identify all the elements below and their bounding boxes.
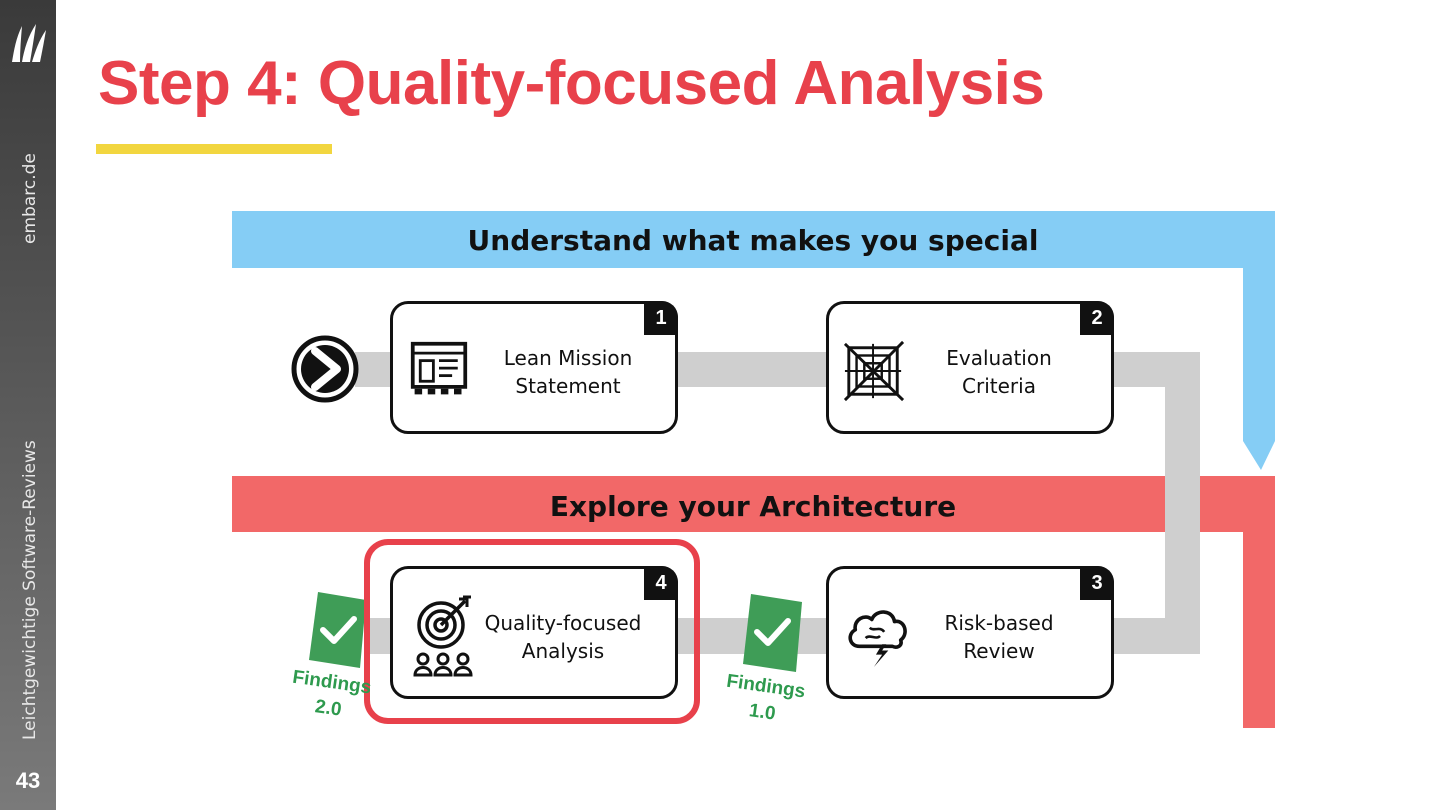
step-number: 3 <box>1080 566 1114 600</box>
flow-path-right <box>1165 352 1200 654</box>
step-label: Lean Mission Statement <box>503 346 633 398</box>
step-label: Quality-focused Analysis <box>484 611 642 663</box>
step-3-card: 3 Risk-based Review <box>826 566 1114 699</box>
understand-band-label: Understand what makes you special <box>467 224 1039 257</box>
explore-band-label: Explore your Architecture <box>549 490 957 523</box>
start-arrow-icon <box>291 335 359 403</box>
current-step-highlight <box>364 539 700 724</box>
target-team-icon <box>413 595 473 677</box>
step-number: 1 <box>644 301 678 335</box>
step-label: Risk-based Review <box>944 611 1054 663</box>
page-number: 43 <box>15 768 41 793</box>
storm-cloud-icon <box>848 610 907 667</box>
spider-web-icon <box>843 340 905 402</box>
sidebar: embarc.de Leichtgewichtige Software-Revi… <box>0 0 56 810</box>
step-1-card: 1 Lean Mission Statement <box>390 301 678 434</box>
mission-statement-icon <box>410 341 468 395</box>
step-4-card: 4 Quality-focused Analysis <box>390 566 678 699</box>
step-2-card: 2 Evaluation Criteria <box>826 301 1114 434</box>
check-badge-icon <box>309 592 366 668</box>
embarc-logo-icon <box>12 24 46 62</box>
findings-2-label: Findings 2.0 <box>291 666 373 721</box>
understand-band <box>232 211 1275 470</box>
step-number: 4 <box>644 566 678 600</box>
step-number: 2 <box>1080 301 1114 335</box>
slide-title: Step 4: Quality-focused Analysis <box>98 49 1045 118</box>
check-badge-icon <box>743 594 802 672</box>
title-underline <box>96 144 332 154</box>
step-label: Evaluation Criteria <box>946 346 1052 398</box>
